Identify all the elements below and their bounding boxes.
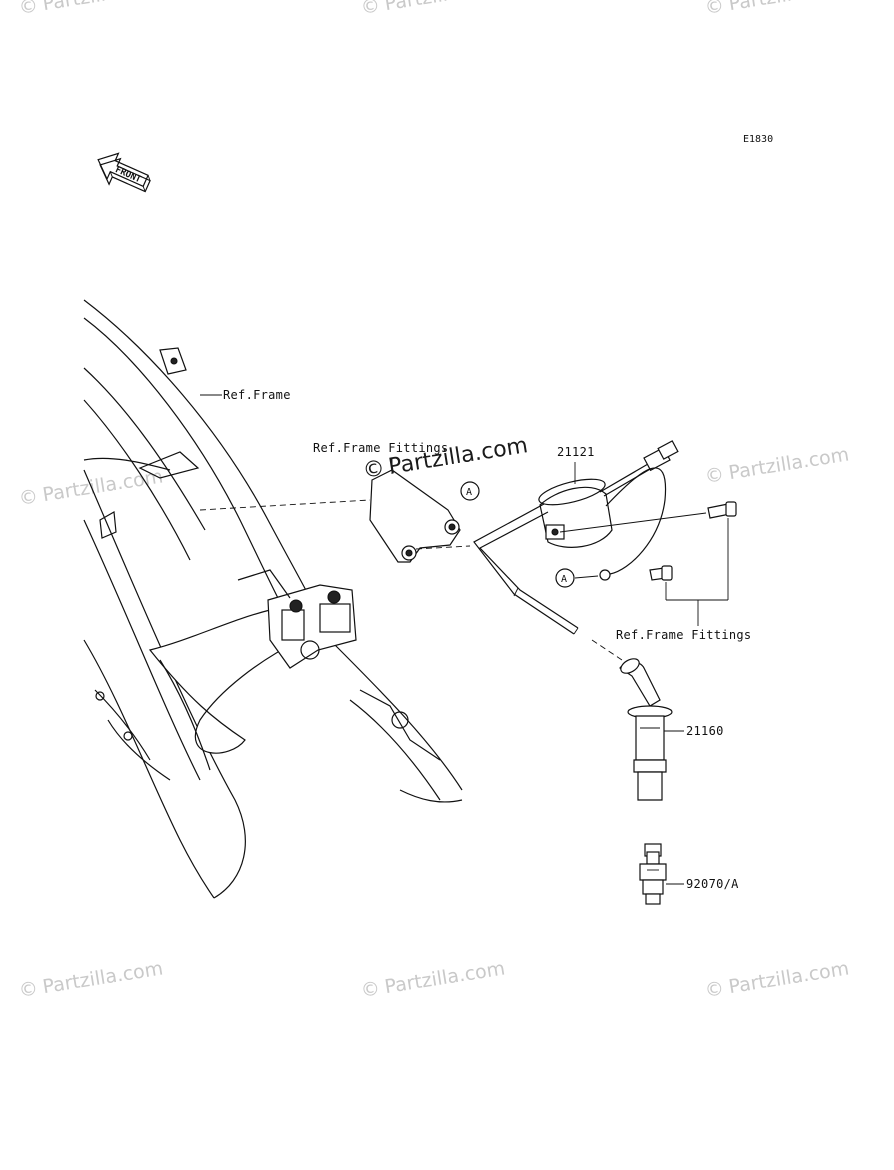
watermark-copyright-symbol: © — [703, 0, 725, 19]
marker-a-label: A — [561, 574, 567, 585]
marker-a-label: A — [466, 487, 472, 498]
watermark-copyright-symbol: © — [17, 977, 39, 1002]
ignition-coil-part-number: 21121 — [557, 445, 595, 459]
spark-plug-cap-callout: 21160 — [664, 724, 724, 738]
watermark-text: Partzilla.com — [727, 443, 851, 484]
watermark: © Partzilla.com — [17, 957, 164, 1002]
ignition-coil-callout: 21121 — [557, 445, 595, 484]
spark-plug-cap — [619, 658, 673, 801]
watermark-text: Partzilla.com — [383, 957, 507, 998]
watermark-text: Partzilla.com — [41, 0, 165, 15]
spark-plug-cap-part-number: 21160 — [686, 724, 724, 738]
ref-frame-fittings-top-callout: Ref.Frame Fittings — [313, 441, 448, 474]
front-arrow-icon: FRONT — [97, 152, 151, 193]
watermark: © Partzilla.com — [703, 443, 850, 488]
watermark-text: Partzilla.com — [727, 0, 851, 15]
marker-a-bracket: A — [460, 481, 480, 501]
watermark-text: Partzilla.com — [383, 0, 507, 15]
watermark: © Partzilla.com — [359, 957, 506, 1002]
watermark-copyright-symbol: © — [17, 0, 39, 19]
ref-frame-label: Ref.Frame — [223, 388, 291, 402]
ignition-coil — [473, 440, 679, 661]
watermark-copyright-symbol: © — [17, 485, 39, 510]
ref-frame-fittings-bottom-label: Ref.Frame Fittings — [616, 628, 751, 642]
frame-drawing — [83, 299, 463, 899]
watermark-copyright-symbol: © — [703, 977, 725, 1002]
watermark-copyright-symbol: © — [359, 0, 381, 19]
watermark-main-symbol: © — [361, 456, 387, 484]
watermark-copyright-symbol: © — [359, 977, 381, 1002]
ref-frame-callout: Ref.Frame — [200, 388, 291, 402]
watermark: © Partzilla.com — [703, 0, 850, 19]
mounting-bolt-lower — [649, 565, 673, 581]
spark-plug-part-number: 92070/A — [686, 877, 739, 891]
spark-plug-callout: 92070/A — [666, 877, 739, 891]
watermark-copyright-symbol: © — [703, 463, 725, 488]
watermark: © Partzilla.com — [17, 0, 164, 19]
marker-a-coil: A — [555, 568, 599, 588]
diagram-code: E1830 — [743, 134, 773, 145]
spark-plug — [639, 843, 667, 905]
watermark-text: Partzilla.com — [41, 957, 165, 998]
ref-frame-fittings-top-label: Ref.Frame Fittings — [313, 441, 448, 455]
watermark: © Partzilla.com — [703, 957, 850, 1002]
coil-bracket — [199, 469, 471, 563]
ref-frame-fittings-bottom-callout: Ref.Frame Fittings — [616, 518, 751, 642]
watermark: © Partzilla.com — [359, 0, 506, 19]
mounting-bolt-upper — [707, 501, 737, 519]
watermark-text: Partzilla.com — [727, 957, 851, 998]
